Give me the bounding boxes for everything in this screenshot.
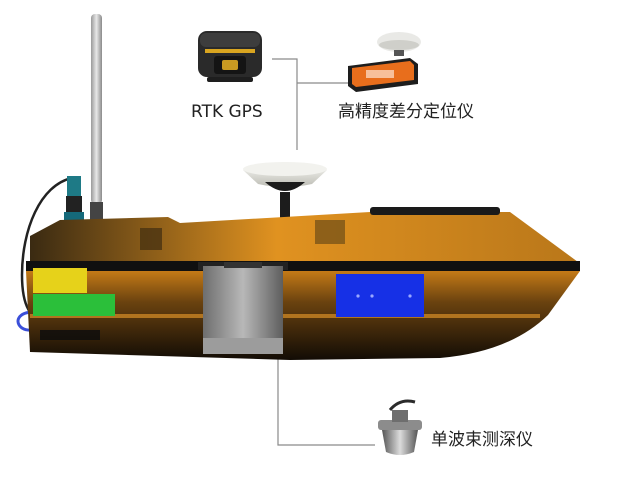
dgps-device (348, 32, 421, 92)
rtk-gps-receiver (198, 31, 262, 82)
leader-line-echo (277, 355, 375, 446)
battery-yellow (33, 268, 87, 293)
blue-control-module (336, 274, 424, 317)
label-echo-sounder: 单波束测深仪 (431, 430, 533, 450)
label-rtk-gps: RTK GPS (191, 102, 263, 122)
battery-green (33, 294, 115, 316)
label-dgps: 高精度差分定位仪 (338, 102, 474, 122)
boat-hull (26, 207, 580, 360)
transducer-well (198, 262, 288, 354)
leader-line-gps (272, 58, 298, 150)
leader-lines (272, 58, 375, 446)
stern-bracket (40, 330, 100, 340)
whip-antenna (90, 14, 103, 222)
echo-sounder-transducer (378, 399, 422, 455)
